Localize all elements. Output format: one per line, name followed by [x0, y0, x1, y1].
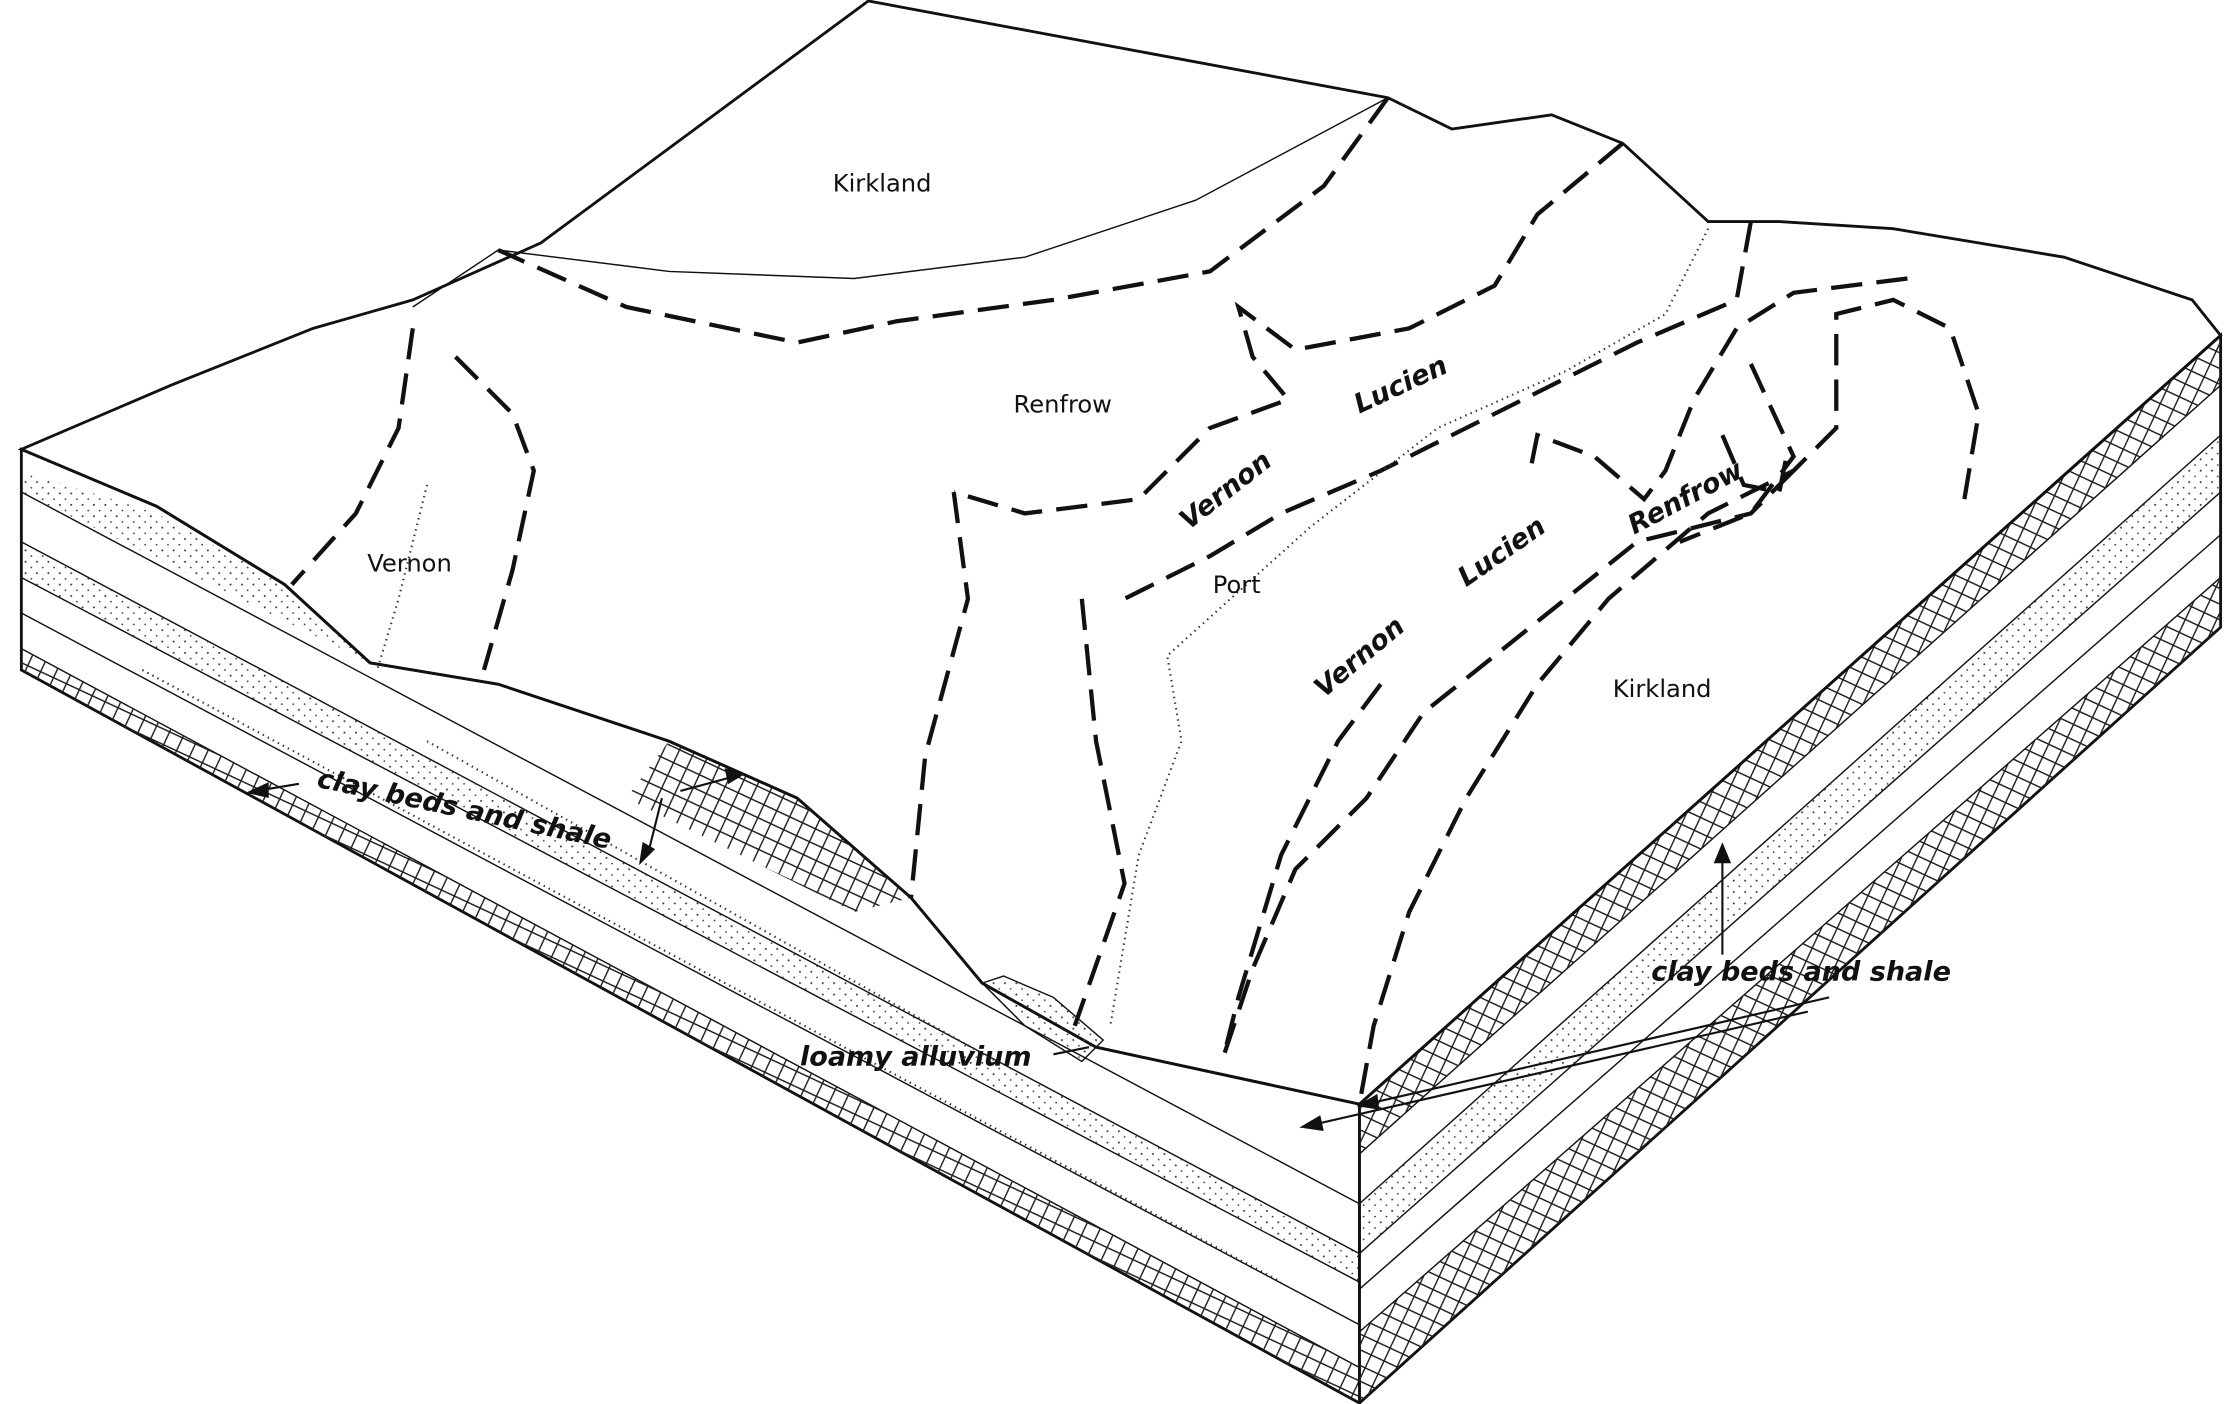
- label-clay-beds-right: clay beds and shale: [1651, 956, 1951, 987]
- label-vernon-lower: Vernon: [1308, 611, 1410, 704]
- pointer-arrows: [245, 768, 1830, 1132]
- label-loamy-alluvium: loamy alluvium: [800, 1042, 1032, 1073]
- soil-labels: Kirkland Renfrow Vernon Vernon Lucien Po…: [367, 170, 1749, 704]
- front-left-face: [19, 447, 1361, 1404]
- front-right-face: [1357, 332, 2223, 1404]
- label-lucien-upper: Lucien: [1349, 350, 1452, 420]
- label-renfrow-upper: Renfrow: [1014, 390, 1112, 418]
- soil-boundaries: [290, 96, 1981, 1105]
- alluvium-deposit: [980, 975, 1105, 1063]
- label-kirkland-right: Kirkland: [1613, 675, 1712, 703]
- land-surface: [17, 0, 2223, 1106]
- label-port: Port: [1213, 571, 1261, 599]
- label-vernon-left: Vernon: [367, 550, 452, 578]
- label-lucien-lower: Lucien: [1452, 511, 1551, 593]
- label-kirkland-upper: Kirkland: [833, 170, 932, 198]
